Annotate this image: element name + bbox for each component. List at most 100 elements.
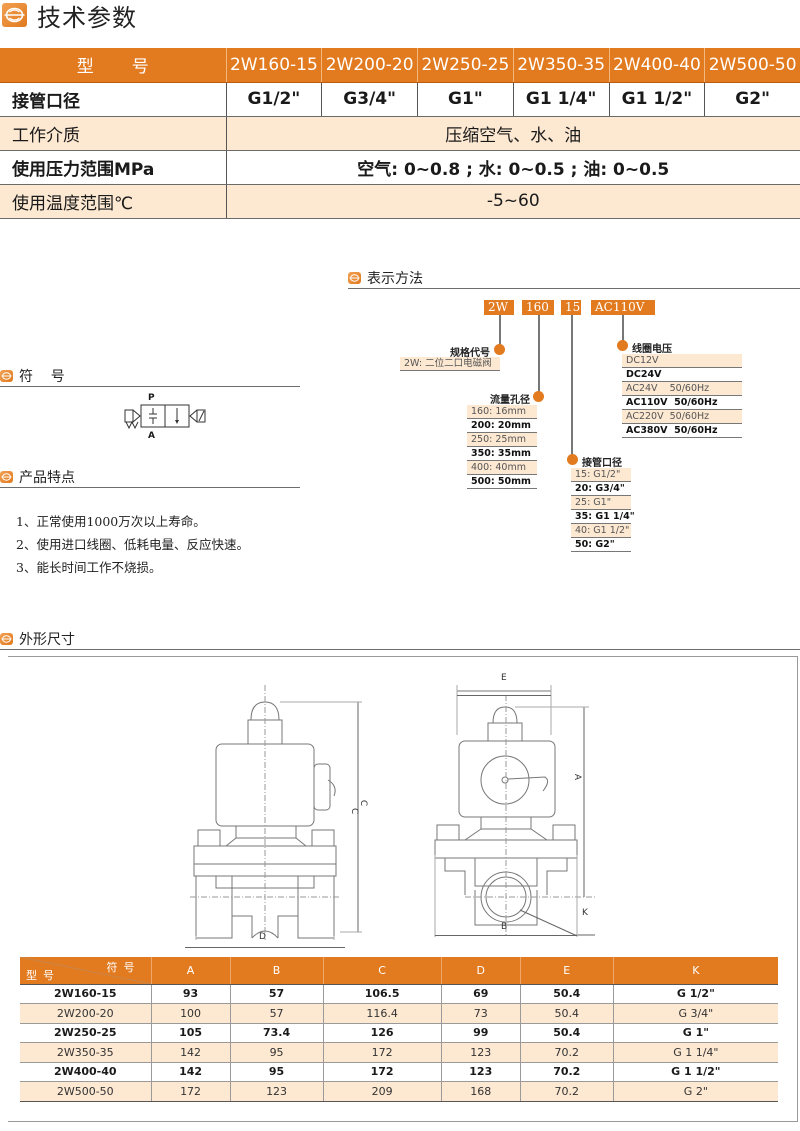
cell: G 1" (612, 1023, 778, 1043)
cell: 142 (150, 1062, 231, 1082)
dim-line-d (185, 947, 345, 948)
brand-logo-icon (0, 470, 13, 483)
dims-header-row: 符号 型号 A B C D E K (20, 957, 778, 985)
group-title-coil-voltage: 线圈电压 (632, 344, 672, 355)
option: 200: 20mm (467, 419, 537, 433)
row-label: 使用压力范围MPa (0, 150, 227, 185)
brand-logo-icon (348, 271, 361, 284)
table-row: 2W350-35 142 95 172 123 70.2 G 1 1/4" (20, 1042, 778, 1063)
connector-line (571, 315, 573, 455)
option: AC24V 50/60Hz (622, 382, 742, 396)
model-cell: 2W200-20 (20, 1003, 151, 1024)
option: 35: G1 1/4" (571, 510, 635, 524)
spec-header-label: 型号 (0, 48, 227, 83)
dim-label-b: B (501, 922, 508, 932)
cell: 99 (440, 1023, 521, 1043)
port-p-label: P (148, 393, 155, 403)
model-cell: 2W400-40 (20, 1062, 151, 1082)
option: 15: G1/2" (571, 468, 631, 482)
cell: 50.4 (519, 984, 614, 1004)
dim-label-k: K (582, 908, 588, 918)
brand-logo-icon (0, 369, 13, 382)
spec-row-medium: 工作介质 压缩空气、水、油 (0, 116, 800, 151)
option: 2W: 二位二口电磁阀 (400, 357, 500, 371)
bullet-dot (533, 391, 544, 402)
cell: 100 (150, 1003, 231, 1024)
model-header: 2W500-50 (704, 48, 800, 83)
connector-line (538, 315, 540, 397)
option: 400: 40mm (467, 461, 537, 475)
cell: 142 (150, 1042, 231, 1063)
code-segment-type: 2W (484, 300, 514, 315)
corner-symbol-label: 符号 (106, 961, 141, 974)
row-label: 接管口径 (0, 82, 227, 117)
spec-header-row: 型号 2W160-15 2W200-20 2W250-25 2W350-35 2… (0, 48, 800, 83)
feature-list: 1、正常使用1000万次以上寿命。 2、使用进口线圈、低耗电量、反应快速。 3、… (16, 510, 249, 579)
notation-section-header: 表示方法 (348, 267, 800, 289)
cell: 106.5 (322, 984, 442, 1004)
model-header: 2W250-25 (417, 48, 514, 83)
cell: 105 (150, 1023, 231, 1043)
option: AC220V 50/60Hz (622, 410, 742, 424)
feature-item: 3、能长时间工作不烧损。 (16, 560, 162, 575)
cell: 空气: 0~0.8 ; 水: 0~0.5 ; 油: 0~0.5 (226, 150, 800, 185)
flow-bore-options: 160: 16mm 200: 20mm 250: 25mm 350: 35mm … (467, 405, 537, 489)
model-header: 2W200-20 (321, 48, 418, 83)
dim-label-c: C (349, 808, 359, 814)
col-header: B (229, 957, 324, 985)
table-row: 2W200-20 100 57 116.4 73 50.4 G 3/4" (20, 1003, 778, 1024)
cell: 123 (229, 1081, 324, 1102)
group-title-spec-code: 规格代号 (450, 348, 490, 359)
cell: 209 (322, 1081, 442, 1102)
option: 25: G1" (571, 496, 631, 510)
table-row: 2W160-15 93 57 106.5 69 50.4 G 1/2" (20, 984, 778, 1004)
feature-item: 2、使用进口线圈、低耗电量、反应快速。 (16, 537, 249, 552)
symbol-section-header: 符 号 (0, 365, 300, 387)
dimension-drawing-frame (8, 656, 798, 1122)
dim-label-d: D (259, 932, 266, 942)
dim-label-a: A (572, 773, 583, 781)
code-segment-voltage: AC110V (591, 300, 655, 315)
col-header: C (322, 957, 442, 985)
option: AC110V 50/60Hz (622, 396, 742, 410)
dim-label-e: E (501, 673, 507, 683)
row-label: 工作介质 (0, 116, 227, 151)
cell: 57 (229, 984, 324, 1004)
connector-line (622, 315, 624, 345)
title-text: 技术参数 (37, 3, 137, 32)
dim-line-b (435, 935, 577, 936)
cell: 172 (150, 1081, 231, 1102)
cell: 172 (322, 1042, 442, 1063)
port-a-label: A (148, 431, 155, 441)
page-title: 技术参数 (0, 0, 137, 32)
cell: 70.2 (519, 1062, 614, 1082)
bullet-dot (567, 454, 578, 465)
coil-voltage-options: DC12V DC24V AC24V 50/60Hz AC110V 50/60Hz… (622, 354, 742, 438)
cell: 57 (229, 1003, 324, 1024)
option: 20: G3/4" (571, 482, 631, 496)
col-header: K (612, 957, 778, 985)
option: 250: 25mm (467, 433, 537, 447)
spec-code-options: 2W: 二位二口电磁阀 (400, 357, 500, 371)
model-cell: 2W160-15 (20, 984, 151, 1004)
model-cell: 2W350-35 (20, 1042, 151, 1063)
bullet-dot (494, 344, 505, 355)
cell: G 2" (612, 1081, 778, 1102)
dimensions-section-header: 外形尺寸 (0, 628, 800, 650)
cell: 168 (440, 1081, 521, 1102)
spec-row-pressure: 使用压力范围MPa 空气: 0~0.8 ; 水: 0~0.5 ; 油: 0~0.… (0, 150, 800, 185)
cell: G 1/2" (612, 984, 778, 1004)
solenoid-valve-symbol-icon (124, 404, 206, 430)
cell: 93 (150, 984, 231, 1004)
cell: 126 (322, 1023, 442, 1043)
brand-logo-icon (0, 632, 13, 645)
dimension-table: 符号 型号 A B C D E K 2W160-15 93 57 106.5 6… (20, 957, 778, 1102)
section-title: 表示方法 (367, 270, 423, 287)
cell: 123 (440, 1042, 521, 1063)
model-cell: 2W250-25 (20, 1023, 151, 1043)
cell: 73.4 (229, 1023, 324, 1043)
option: 50: G2" (571, 538, 631, 552)
model-cell: 2W500-50 (20, 1081, 151, 1102)
spec-table: 型号 2W160-15 2W200-20 2W250-25 2W350-35 2… (0, 48, 800, 219)
col-header: A (150, 957, 231, 985)
